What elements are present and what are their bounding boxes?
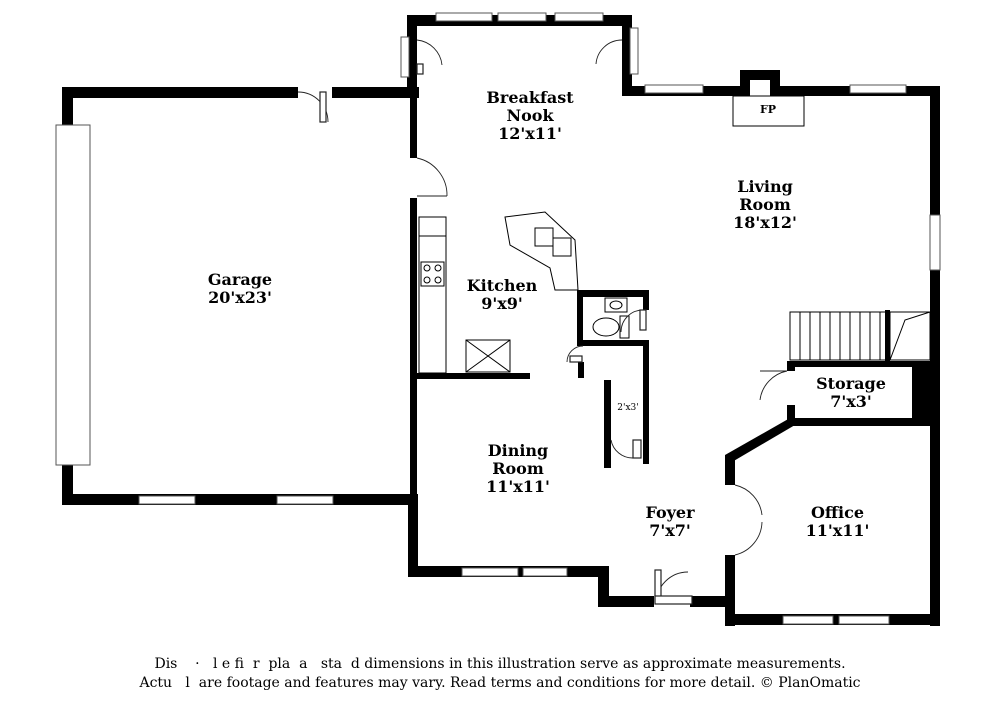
room-name-line1: Dining xyxy=(487,441,549,460)
room-name-line2: Nook xyxy=(506,106,554,125)
fireplace xyxy=(732,95,805,127)
staircase xyxy=(789,310,931,362)
garage-kitchen-wall-lower xyxy=(410,198,417,505)
disclaimer: Dis · l e fi r pla a sta d dimensions in… xyxy=(0,655,1000,693)
room-name-line2: Room xyxy=(739,195,791,214)
room-dimension: 20'x23' xyxy=(208,288,272,307)
room-name: Storage xyxy=(816,374,886,393)
room-label-dining-room: Dining Room 11'x11' xyxy=(468,442,568,496)
room-label-kitchen: Kitchen 9'x9' xyxy=(452,277,552,313)
room-dimension: 9'x9' xyxy=(481,294,523,313)
room-dimension: 11'x11' xyxy=(486,477,550,496)
storage-walls xyxy=(787,361,940,423)
room-name: Garage xyxy=(207,270,273,289)
room-name-line1: Living xyxy=(737,177,793,196)
fireplace-label: FP xyxy=(748,104,788,116)
room-label-living-room: Living Room 18'x12' xyxy=(715,178,815,232)
kitchen-dining-wall xyxy=(417,373,530,379)
room-dimension: 18'x12' xyxy=(733,213,797,232)
doors xyxy=(297,39,788,605)
disclaimer-line2: Actu l are footage and features may vary… xyxy=(139,675,861,691)
room-dimension: 11'x11' xyxy=(805,521,870,540)
kitchen-counters xyxy=(418,211,579,374)
stove xyxy=(420,261,445,287)
room-dimension: 12'x11' xyxy=(498,124,562,143)
room-label-garage: Garage 20'x23' xyxy=(190,271,290,307)
room-name: Kitchen xyxy=(466,276,538,295)
room-dimension: 2'x3' xyxy=(617,403,639,413)
powder-room-walls xyxy=(577,290,649,378)
windows xyxy=(138,12,941,625)
room-label-storage: Storage 7'x3' xyxy=(806,375,896,411)
disclaimer-line1: Dis · l e fi r pla a sta d dimensions in… xyxy=(154,656,846,672)
refrigerator xyxy=(465,339,511,373)
room-label-office: Office 11'x11' xyxy=(790,504,885,540)
garage-door xyxy=(55,124,91,466)
room-name-line2: Room xyxy=(492,459,544,478)
room-name-line1: Breakfast xyxy=(486,88,574,107)
room-label-foyer: Foyer 7'x7' xyxy=(630,504,710,540)
room-dimension: 7'x7' xyxy=(649,521,691,540)
sink-right xyxy=(552,237,572,257)
closet-walls xyxy=(604,340,649,468)
fireplace-text: FP xyxy=(759,103,777,116)
room-name: Office xyxy=(810,503,865,522)
powder-room-fixtures xyxy=(592,297,630,339)
breakfast-bay-walls xyxy=(407,15,742,96)
room-label-breakfast-nook: Breakfast Nook 12'x11' xyxy=(470,89,590,143)
room-label-closet: 2'x3' xyxy=(612,403,644,413)
room-name: Foyer xyxy=(645,503,695,522)
room-dimension: 7'x3' xyxy=(830,392,872,411)
sink-left xyxy=(534,227,554,247)
garage-kitchen-wall xyxy=(410,87,417,158)
